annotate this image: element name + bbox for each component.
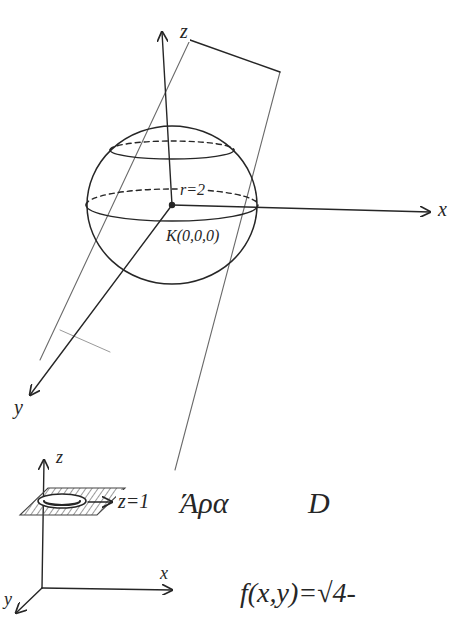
x-axis: [42, 588, 172, 590]
pointer-arrow: [88, 501, 112, 502]
axis-label: z: [54, 448, 65, 468]
cap-back: [110, 141, 234, 150]
sphere-outline: [86, 125, 258, 285]
plane-label: z=1: [116, 490, 151, 512]
radius-label: r=2: [178, 181, 207, 199]
cap-front: [110, 150, 234, 159]
cross-section: [44, 501, 80, 505]
sphere: r=2K(0,0,0): [86, 125, 258, 285]
axis-label: y: [12, 396, 25, 418]
axis-label: x: [436, 198, 449, 220]
center-label: K(0,0,0): [164, 227, 221, 245]
axis-label: y: [2, 590, 14, 610]
z-axis: [162, 32, 172, 205]
center-point: [170, 203, 175, 208]
sphere-outline: [87, 126, 257, 284]
cylinder-edge: [60, 330, 110, 352]
axis-label: x: [158, 564, 170, 584]
cross-section: [38, 494, 86, 508]
x-axis: [172, 205, 430, 212]
cylinder-edge: [40, 40, 190, 360]
cylinder-top: [190, 40, 280, 72]
axis-label: z: [178, 20, 190, 42]
y-axis: [16, 588, 42, 613]
y-axis: [30, 205, 172, 395]
z-axis: [42, 460, 44, 588]
note-text: f(x,y)=√4-: [238, 578, 358, 609]
cylinder-edge: [175, 72, 280, 470]
plane: [20, 488, 125, 515]
note-text: D: [306, 486, 332, 519]
note-text: Άρα: [178, 486, 230, 519]
